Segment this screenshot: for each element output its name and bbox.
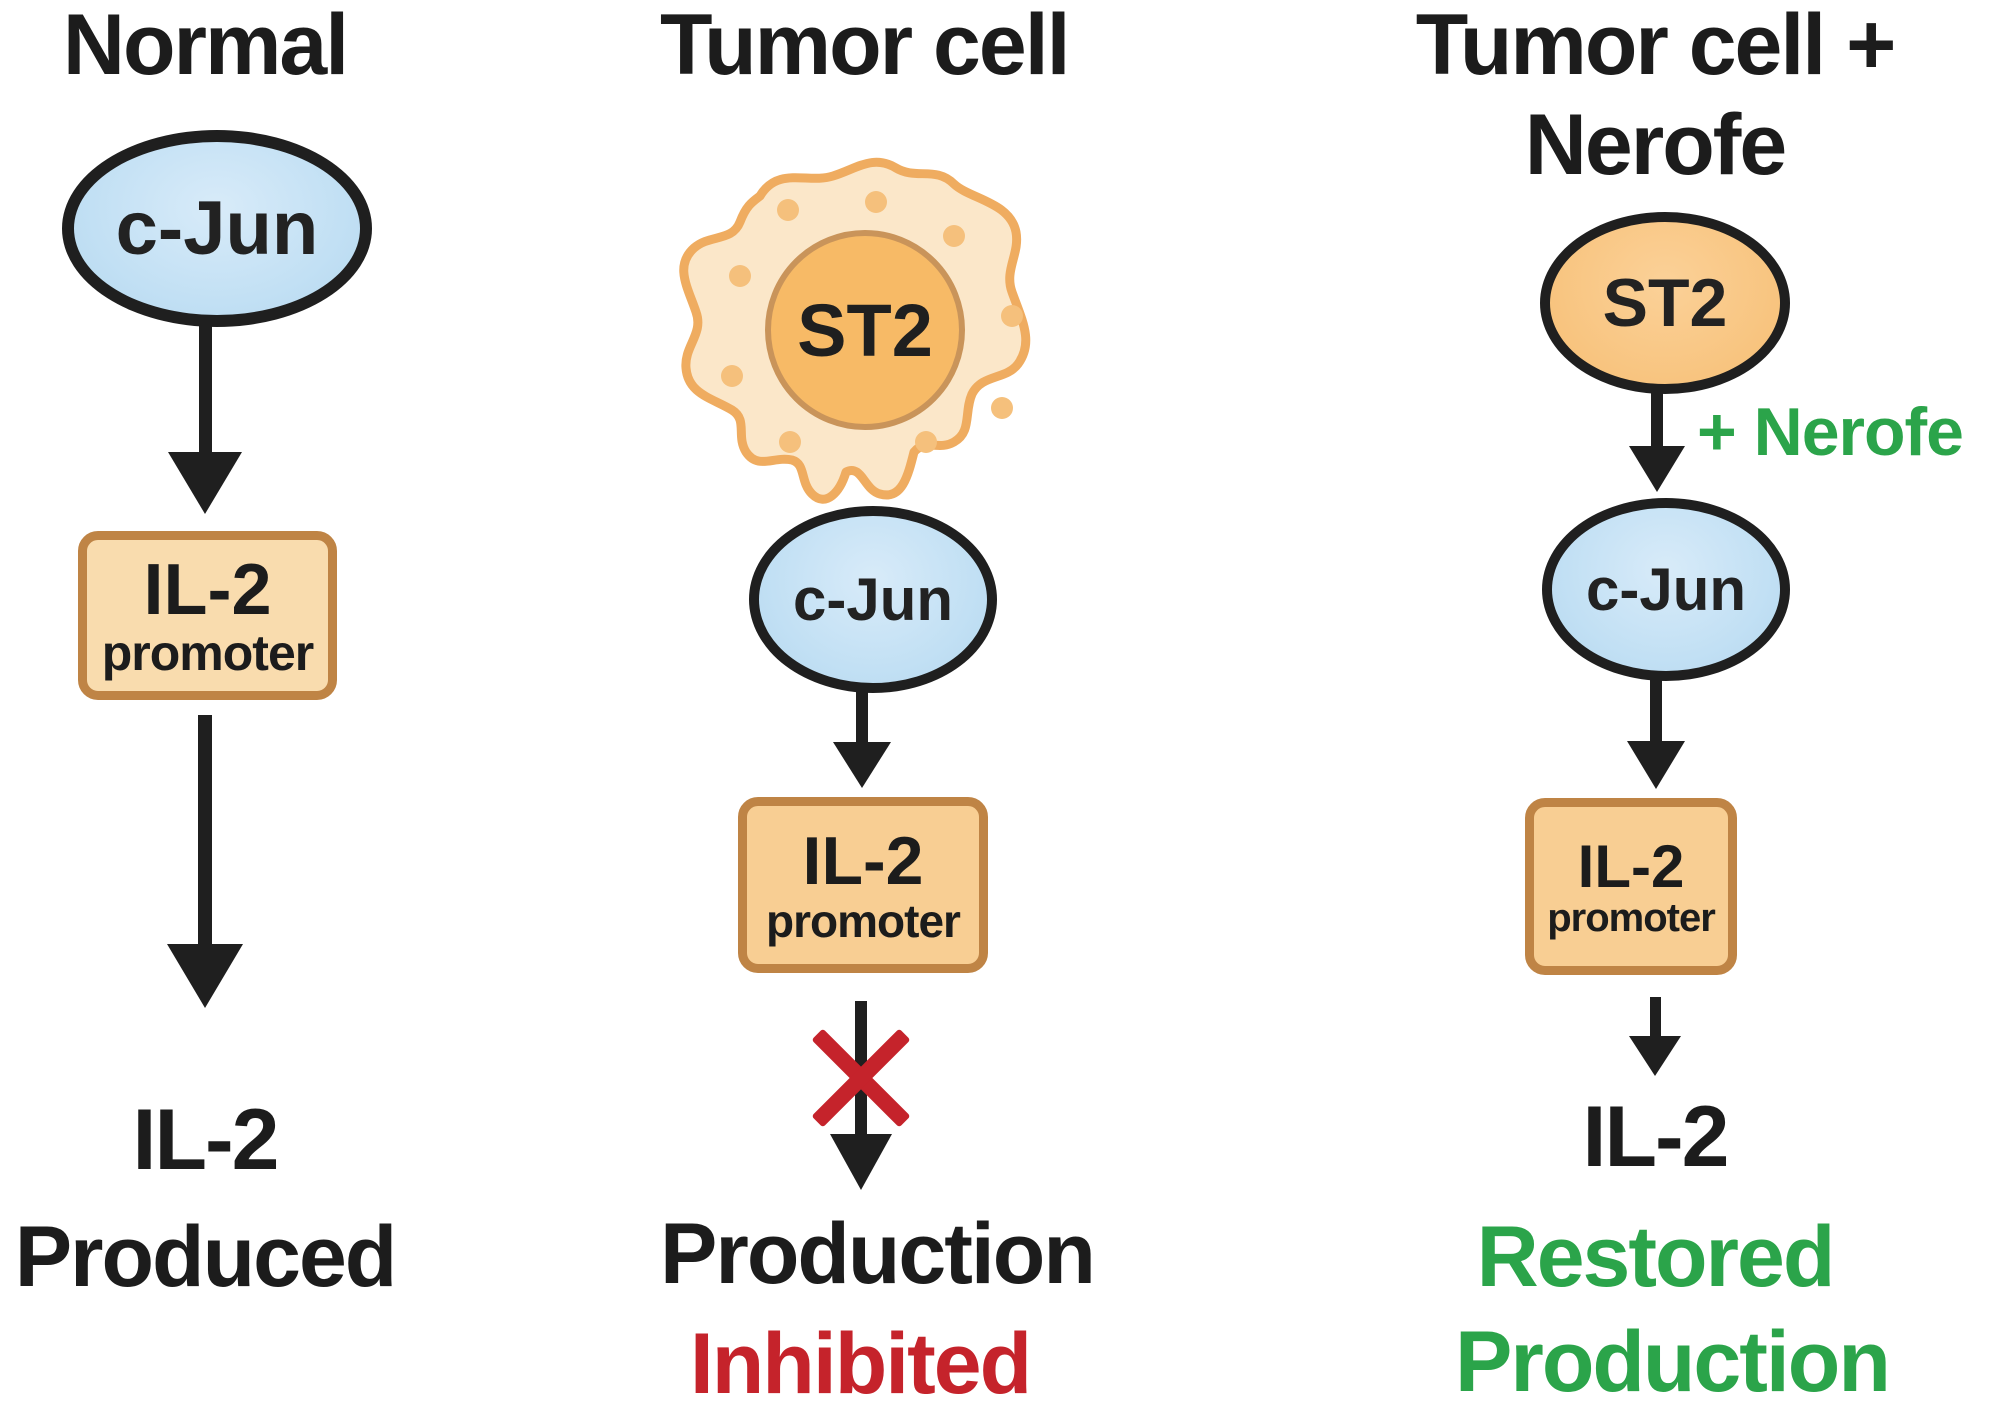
il2-promoter-box-tumor: IL-2 promoter	[738, 797, 988, 973]
il2-box-line1: IL-2	[802, 823, 924, 900]
result-nerofe-line3: Production	[1455, 1314, 1891, 1410]
arrow-head	[168, 452, 242, 517]
result-nerofe-line2: Restored	[1476, 1209, 1836, 1305]
st2-node-nerofe: ST2	[1540, 212, 1790, 394]
arrow-stem	[1650, 672, 1662, 741]
il2-promoter-box-normal: IL-2 promoter	[78, 531, 337, 700]
arrow-head	[167, 944, 243, 1011]
il2-box-line1: IL-2	[1577, 833, 1685, 900]
down-arrow-normal-2	[167, 715, 243, 1011]
cjun-node-tumor: c-Jun	[749, 506, 997, 693]
arrow-stem	[856, 687, 868, 742]
arrow-stem	[198, 318, 212, 452]
down-arrow-normal-1	[168, 318, 242, 517]
arrow-stem	[198, 715, 212, 944]
column-title-normal: Normal	[62, 0, 349, 93]
result-tumor-line2: Inhibited	[689, 1316, 1032, 1412]
down-arrow-tumor-1	[833, 687, 891, 791]
down-arrow-nerofe-1	[1629, 393, 1685, 495]
result-normal-line1: IL-2	[132, 1092, 280, 1188]
down-arrow-nerofe-3	[1629, 997, 1681, 1079]
cjun-node-normal: c-Jun	[62, 130, 372, 327]
st2-label-nerofe: ST2	[1602, 265, 1728, 341]
il2-box-line2: promoter	[101, 625, 314, 682]
arrow-stem	[1649, 997, 1661, 1036]
result-tumor-line1: Production	[660, 1206, 1096, 1302]
il2-box-line2: promoter	[766, 894, 961, 947]
column-title-tumor: Tumor cell	[660, 0, 1071, 93]
column-title-nerofe-line2: Nerofe	[1524, 97, 1787, 193]
arrow-head	[1629, 446, 1685, 495]
arrow-head	[833, 742, 891, 791]
cjun-label-tumor: c-Jun	[792, 566, 954, 633]
tumor-cell-blob: ST2	[679, 157, 1031, 504]
il2-promoter-box-nerofe: IL-2 promoter	[1525, 798, 1737, 975]
arrow-head	[830, 1134, 892, 1193]
arrow-stem	[1651, 393, 1663, 446]
il2-box-line2: promoter	[1547, 896, 1716, 940]
cytoplasm-dots	[721, 191, 1023, 453]
inhibition-x-icon	[811, 1028, 911, 1128]
column-title-nerofe-line1: Tumor cell +	[1415, 0, 1897, 93]
cjun-label-nerofe: c-Jun	[1585, 556, 1747, 623]
arrow-head	[1627, 741, 1685, 792]
cjun-label-normal: c-Jun	[115, 186, 319, 271]
tumor-cell-nucleus	[765, 230, 965, 430]
arrow-head	[1629, 1036, 1681, 1079]
result-nerofe-line1: IL-2	[1582, 1089, 1730, 1185]
down-arrow-nerofe-2	[1627, 672, 1685, 792]
cjun-node-nerofe: c-Jun	[1542, 498, 1790, 681]
st2-label-tumor: ST2	[797, 289, 933, 372]
il2-box-line1: IL-2	[143, 549, 272, 630]
nerofe-arrow-label: + Nerofe	[1697, 394, 1964, 470]
result-normal-line2: Produced	[14, 1209, 398, 1305]
